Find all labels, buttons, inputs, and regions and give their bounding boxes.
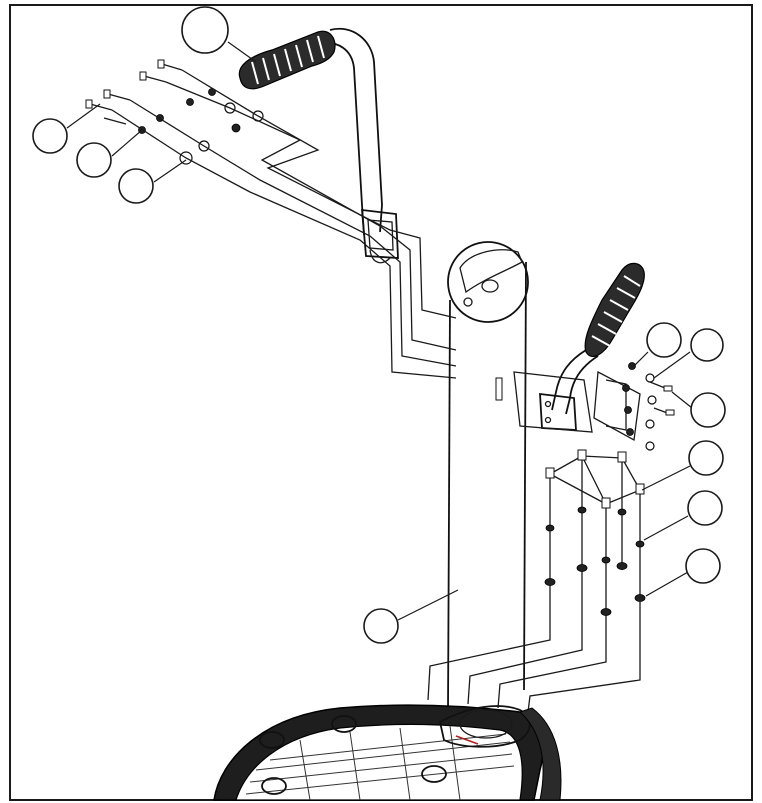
callout-2 [32,118,68,154]
callout-11 [363,608,399,644]
callout-1 [181,6,229,54]
left-assembly-lines [111,69,457,379]
callout-4 [118,168,154,204]
upright-column [447,241,529,713]
left-washer-set [138,88,241,134]
callout-leaders [66,41,693,621]
left-bolt-set [85,59,183,125]
callout-3 [76,142,112,178]
callout-6 [690,328,724,362]
callout-8 [688,440,724,476]
lower-hardware [427,449,646,713]
callout-circles [32,6,726,644]
callout-5 [646,322,682,358]
diagram-border [9,4,753,801]
right-handlebar [539,262,645,431]
base-platform [213,704,562,801]
callout-10 [685,548,721,584]
right-nut-set [622,362,657,451]
callout-7 [690,392,726,428]
right-bolt-set [495,370,675,442]
left-handlebar [238,27,399,264]
callout-9 [687,490,723,526]
